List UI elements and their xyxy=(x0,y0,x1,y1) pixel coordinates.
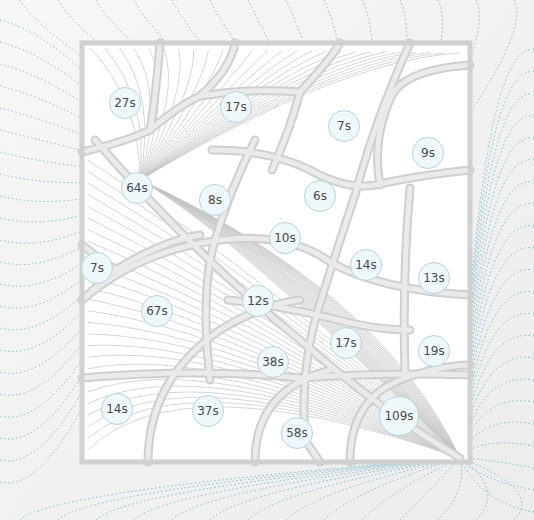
travel-time: 58s xyxy=(286,426,308,440)
flow-line xyxy=(88,160,460,458)
time-badge: 27s xyxy=(109,87,141,119)
flow-line xyxy=(140,180,460,458)
time-badge: 10s xyxy=(269,222,301,254)
travel-time: 8s xyxy=(208,193,222,207)
roads xyxy=(82,43,470,462)
travel-time: 14s xyxy=(355,258,377,272)
map-frame xyxy=(82,43,470,462)
flow-line xyxy=(140,180,460,458)
time-badge: 12s xyxy=(242,285,274,317)
flow-line xyxy=(460,458,522,520)
time-badge: 64s xyxy=(121,172,153,204)
time-badge: 67s xyxy=(141,295,173,327)
travel-time: 7s xyxy=(337,119,351,133)
map-ground xyxy=(82,43,470,462)
flow-line xyxy=(140,180,460,458)
time-badge: 13s xyxy=(418,262,450,294)
travel-time: 38s xyxy=(262,355,284,369)
travel-time: 6s xyxy=(313,189,327,203)
time-badge: 7s xyxy=(81,252,113,284)
time-badge: 9s xyxy=(412,137,444,169)
travel-time: 14s xyxy=(106,402,128,416)
time-badge: 38s xyxy=(257,346,289,378)
flow-line xyxy=(460,458,488,520)
flow-line xyxy=(140,180,460,458)
travel-time: 37s xyxy=(197,404,219,418)
travel-time: 13s xyxy=(423,271,445,285)
flow-line xyxy=(140,180,460,458)
flow-line xyxy=(438,458,462,520)
time-badge: 7s xyxy=(328,110,360,142)
travel-time: 27s xyxy=(114,96,136,110)
flow-line xyxy=(140,180,460,458)
travel-time: 17s xyxy=(225,100,247,114)
flow-line xyxy=(96,458,460,520)
flow-line xyxy=(140,180,460,458)
travel-time: 7s xyxy=(90,261,104,275)
time-badge: 58s xyxy=(281,417,313,449)
flow-line xyxy=(88,379,460,458)
flow-line xyxy=(20,458,460,520)
travel-time: 10s xyxy=(274,231,296,245)
flow-line xyxy=(324,458,460,520)
flow-line xyxy=(140,180,460,458)
flow-line xyxy=(362,458,460,520)
flow-line xyxy=(140,180,460,458)
flow-line xyxy=(140,180,460,458)
travel-time: 12s xyxy=(247,294,269,308)
time-badge: 14s xyxy=(350,249,382,281)
flow-line xyxy=(140,52,386,180)
flow-line xyxy=(286,458,460,520)
flow-line xyxy=(460,458,534,512)
flow-line xyxy=(248,458,460,520)
time-badge: 6s xyxy=(304,180,336,212)
flow-line xyxy=(140,180,460,458)
time-badge: 19s xyxy=(418,335,450,367)
flow-line xyxy=(134,458,460,520)
travel-time: 109s xyxy=(384,409,413,423)
flow-line xyxy=(210,458,460,520)
flow-line xyxy=(58,458,460,520)
flow-line xyxy=(140,180,460,458)
travel-time: 17s xyxy=(335,336,357,350)
time-badge: 8s xyxy=(199,184,231,216)
flow-line xyxy=(140,180,460,458)
time-badge: 37s xyxy=(192,395,224,427)
travel-time: 67s xyxy=(146,304,168,318)
time-badge: 17s xyxy=(330,327,362,359)
travel-time: 9s xyxy=(421,146,435,160)
flow-line xyxy=(400,458,460,520)
time-badge: 14s xyxy=(101,393,133,425)
travel-time: 19s xyxy=(423,344,445,358)
flow-line xyxy=(140,180,460,458)
flow-line xyxy=(88,372,460,458)
time-badge: 109s xyxy=(379,396,419,436)
travel-time: 64s xyxy=(126,181,148,195)
flow-line xyxy=(140,180,460,458)
flow-line xyxy=(172,458,460,520)
time-badge: 17s xyxy=(220,91,252,123)
